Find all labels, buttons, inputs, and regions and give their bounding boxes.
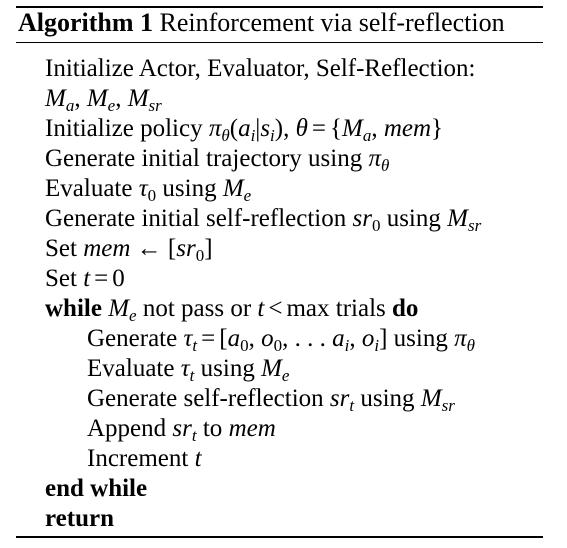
line-while: while Me not pass or t<max trials do bbox=[45, 295, 419, 325]
algorithm-caption: Algorithm 1 Reinforcement via self-refle… bbox=[16, 8, 543, 42]
line-return: return bbox=[45, 505, 114, 532]
algorithm-box: Algorithm 1 Reinforcement via self-refle… bbox=[16, 6, 543, 534]
caption-rule bbox=[16, 42, 543, 43]
line-initial-trajectory: Generate initial trajectory using πθ bbox=[45, 145, 390, 175]
line-append-memory: Append srt to mem bbox=[87, 415, 276, 445]
line-generate-trajectory: Generate τt=[a0, o0, . . . ai, oi] using… bbox=[87, 325, 475, 355]
line-set-t: Set t=0 bbox=[45, 265, 125, 292]
line-initial-reflection: Generate initial self-reflection sr0 usi… bbox=[45, 205, 482, 235]
line-init-components: Initialize Actor, Evaluator, Self-Reflec… bbox=[45, 55, 476, 82]
line-increment-t: Increment t bbox=[87, 445, 202, 472]
line-evaluate-trajectory: Evaluate τt using Me bbox=[87, 355, 290, 385]
top-rule bbox=[16, 6, 543, 8]
line-evaluate-initial: Evaluate τ0 using Me bbox=[45, 175, 252, 205]
algorithm-title: Reinforcement via self-reflection bbox=[159, 8, 505, 37]
line-components-list: Ma, Me, Msr bbox=[45, 85, 162, 115]
line-generate-reflection: Generate self-reflection srt using Msr bbox=[87, 385, 455, 415]
line-end-while: end while bbox=[45, 475, 148, 502]
algorithm-body: Initialize Actor, Evaluator, Self-Reflec… bbox=[16, 43, 543, 534]
line-init-policy: Initialize policy πθ(ai|si), θ={Ma, mem} bbox=[45, 115, 444, 145]
bottom-rule bbox=[16, 536, 543, 538]
algorithm-number: Algorithm 1 bbox=[18, 8, 154, 37]
line-set-mem: Set mem ← [sr0] bbox=[45, 235, 213, 265]
